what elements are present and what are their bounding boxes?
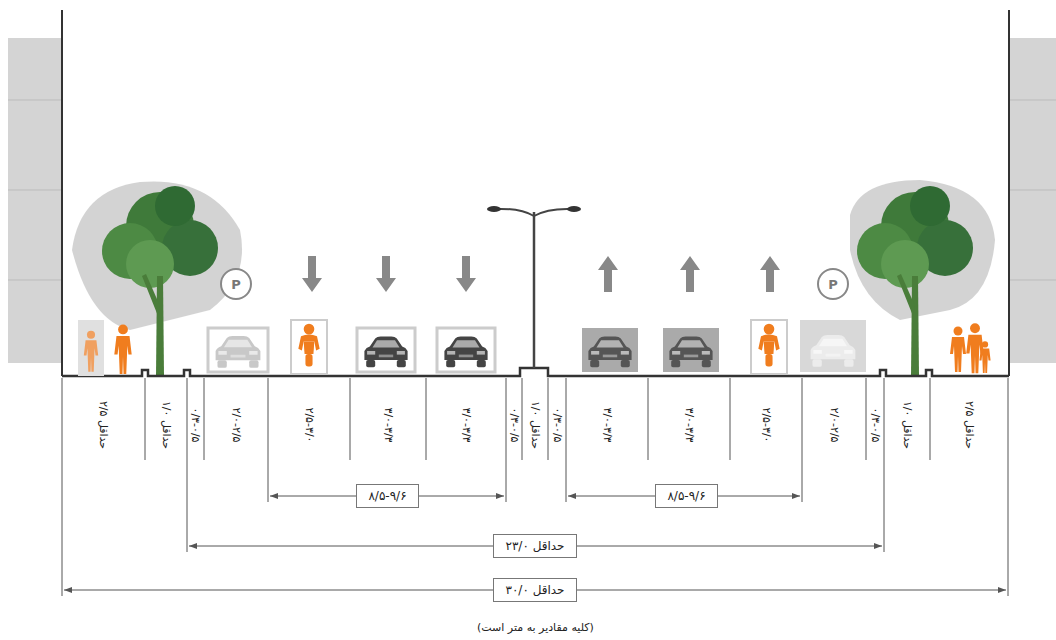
dimension-value: ۰/۳-۰/۵ [552, 407, 563, 442]
dimension-value: ۳/۰-۳/۳ [383, 407, 394, 442]
dimension-value: ۰/۳-۰/۵ [509, 407, 520, 442]
dimension-value: ۳/۰-۳/۳ [602, 407, 613, 442]
dimension-text: ۸/۵-۹/۶ [368, 489, 406, 503]
parking-letter: P [828, 277, 838, 292]
dimension-box: ۸/۵-۹/۶ [356, 484, 419, 508]
parking-circle: P [220, 268, 252, 300]
parking-circle: P [817, 268, 849, 300]
dimension-value: ۳/۰-۳/۳ [461, 407, 472, 442]
dimension-text: حداقل ۲۳/۰ [505, 539, 564, 553]
dimension-value: ۲/۰-۲/۵ [231, 407, 242, 442]
parking-letter: P [231, 277, 241, 292]
dimension-value: ۰/۳-۰/۵ [190, 407, 201, 442]
dimension-value: حداقل ۱/۰ [530, 401, 541, 449]
dimension-text: حداقل ۳۰/۰ [505, 583, 564, 597]
dimension-value: حداقل ۱/۰ [161, 401, 172, 449]
caption: (کلیه مقادیر به متر است) [477, 622, 594, 633]
dimension-text: ۸/۵-۹/۶ [667, 489, 705, 503]
dimension-value: ۰/۳-۰/۵ [870, 407, 881, 442]
dimension-value: ۲/۵-۳/۰ [304, 407, 315, 442]
dimension-value: حداقل ۲/۵ [964, 401, 975, 449]
dimension-value: حداقل ۲/۵ [98, 401, 109, 449]
dimension-box: حداقل ۳۰/۰ [493, 578, 577, 602]
dimension-value: ۲/۰-۲/۵ [829, 407, 840, 442]
dimension-box: حداقل ۲۳/۰ [493, 534, 577, 558]
dimension-value: ۳/۰-۳/۳ [684, 407, 695, 442]
dimension-box: ۸/۵-۹/۶ [655, 484, 718, 508]
dimension-value: ۲/۵-۳/۰ [761, 407, 772, 442]
dimension-value: حداقل ۱/۰ [902, 401, 913, 449]
